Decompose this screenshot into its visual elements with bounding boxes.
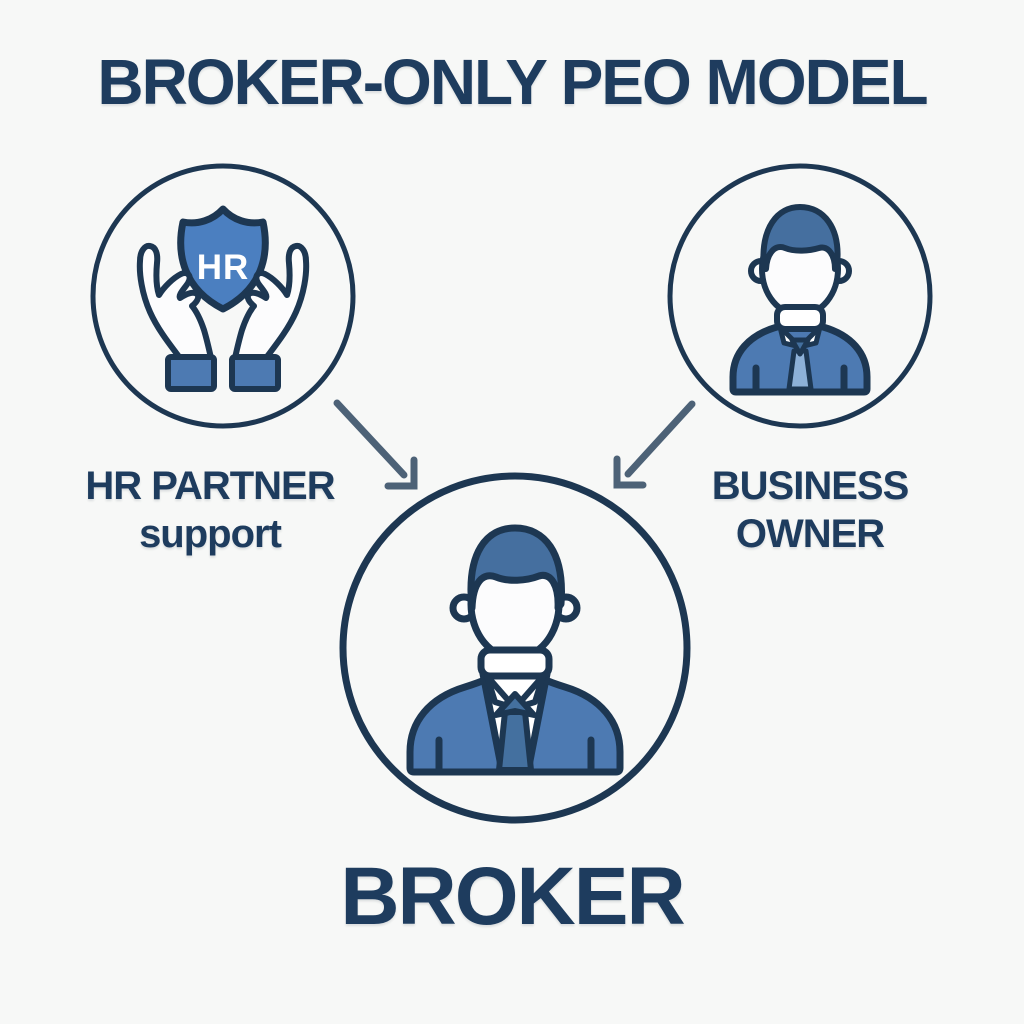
business-owner-node bbox=[665, 161, 935, 431]
hr-partner-node: HR bbox=[88, 161, 358, 431]
right-cuff bbox=[229, 354, 281, 392]
broker-person-icon bbox=[339, 472, 691, 824]
left-hand-icon bbox=[136, 242, 217, 392]
diagram-title: BROKER-ONLY PEO MODEL bbox=[97, 46, 928, 118]
tie-knot bbox=[493, 691, 537, 718]
collar-band bbox=[774, 304, 826, 332]
business-owner-label-line1: BUSINESS bbox=[711, 464, 910, 508]
hr-shield-label: HR bbox=[197, 248, 250, 287]
tie-body bbox=[786, 348, 814, 392]
hr-partner-label-line1: HR PARTNER bbox=[85, 464, 335, 508]
hr-shield-icon: HR bbox=[177, 205, 269, 313]
business-owner-label: BUSINESS OWNER bbox=[620, 462, 1000, 558]
right-hand-icon bbox=[229, 242, 310, 392]
left-cuff bbox=[165, 354, 217, 392]
tie-knot bbox=[789, 337, 811, 357]
business-owner-person-icon bbox=[667, 163, 933, 429]
broker-bust bbox=[406, 524, 624, 776]
owner-bust bbox=[729, 204, 871, 396]
collar-band bbox=[477, 646, 553, 680]
tie-body bbox=[496, 709, 534, 773]
hands-holding-hr-shield-icon: HR bbox=[90, 163, 356, 429]
hr-partner-label: HR PARTNER support bbox=[20, 462, 400, 558]
broker-node bbox=[335, 468, 695, 828]
business-owner-label-line2: OWNER bbox=[735, 512, 885, 556]
hr-partner-label-line2: support bbox=[139, 512, 282, 556]
broker-label: BROKER bbox=[340, 851, 685, 942]
hair bbox=[760, 204, 841, 272]
hair bbox=[467, 524, 565, 612]
